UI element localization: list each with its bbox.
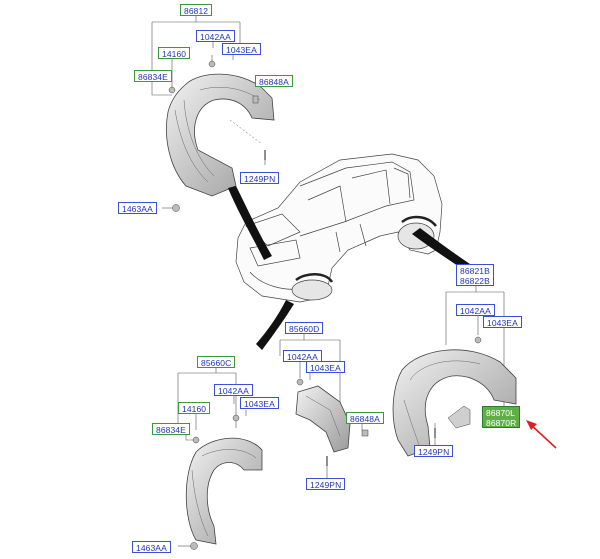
part-label-86812[interactable]: 86812 — [180, 4, 213, 16]
front-liner-bottom — [185, 414, 263, 550]
part-label-86848a-mid[interactable]: 86848A — [346, 412, 384, 424]
leader-lines-bottom-left — [177, 367, 247, 547]
part-label-86848a-top[interactable]: 86848A — [255, 75, 293, 87]
front-liner-top — [166, 60, 275, 212]
part-label-1043ea-rear[interactable]: 1043EA — [483, 316, 522, 328]
rear-liner — [392, 336, 517, 457]
callout-strokes — [228, 186, 470, 350]
part-label-86870l: 86870L — [486, 408, 515, 418]
part-label-1463aa-top[interactable]: 1463AA — [118, 202, 157, 214]
part-label-86834e-bl[interactable]: 86834E — [152, 423, 190, 435]
part-label-1249pn-mid[interactable]: 1249PN — [306, 478, 346, 490]
part-label-86821b: 86821B — [460, 266, 490, 276]
part-label-1042aa-mid[interactable]: 1042AA — [283, 350, 322, 362]
part-label-85660c[interactable]: 85660C — [197, 356, 236, 368]
part-label-86822b: 86822B — [460, 276, 490, 286]
part-label-1249pn-rear[interactable]: 1249PN — [414, 445, 454, 457]
part-label-1043ea-bl[interactable]: 1043EA — [240, 397, 279, 409]
part-label-86870r: 86870R — [486, 418, 517, 428]
part-label-14160-top[interactable]: 14160 — [158, 47, 191, 59]
part-label-1043ea-mid[interactable]: 1043EA — [306, 361, 345, 373]
part-label-86870l-86870r[interactable]: 86870L 86870R — [482, 406, 521, 428]
highlight-arrow — [526, 420, 557, 449]
part-label-1463aa-bl[interactable]: 1463AA — [132, 541, 171, 553]
part-label-1042aa-bl[interactable]: 1042AA — [214, 384, 253, 396]
part-label-86821b-86822b[interactable]: 86821B 86822B — [456, 264, 494, 286]
part-label-85660d[interactable]: 85660D — [285, 322, 324, 334]
mid-splash-shield — [295, 378, 369, 466]
part-label-1249pn-top[interactable]: 1249PN — [240, 172, 280, 184]
part-label-1042aa-rear[interactable]: 1042AA — [456, 304, 495, 316]
part-label-1042aa-top[interactable]: 1042AA — [196, 30, 235, 42]
part-label-1043ea-top[interactable]: 1043EA — [222, 43, 261, 55]
part-label-86834e-top[interactable]: 86834E — [134, 70, 172, 82]
part-label-14160-bl[interactable]: 14160 — [178, 402, 211, 414]
